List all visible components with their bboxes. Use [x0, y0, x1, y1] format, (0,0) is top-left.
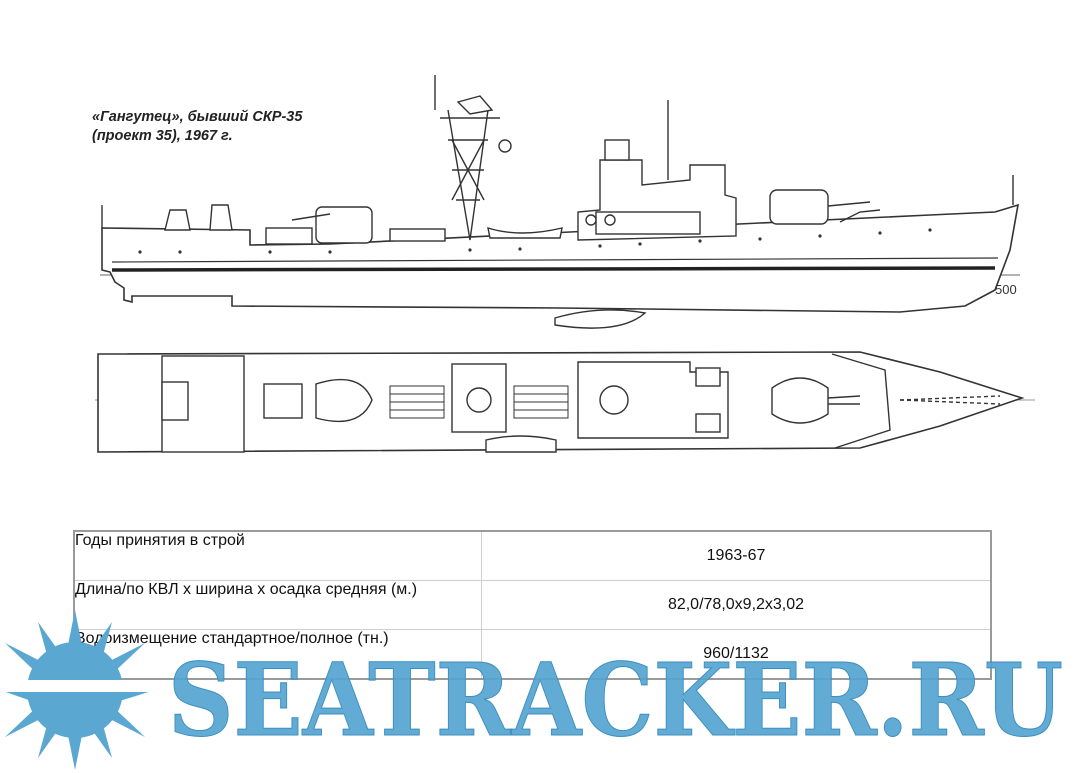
- caption-title: «Гангутец», бывший СКР-35: [92, 109, 303, 125]
- spec-label: Водоизмещение стандартное/полное (тн.): [73, 629, 482, 680]
- ship-side-profile: 500: [100, 75, 1020, 329]
- spec-value: 1963-67: [481, 530, 992, 581]
- spec-value: 82,0/78,0х9,2х3,02: [481, 580, 992, 630]
- table-row: Водоизмещение стандартное/полное (тн.) 9…: [73, 629, 992, 680]
- caption-subtitle: (проект 35), 1967 г.: [92, 128, 233, 144]
- specs-table: Годы принятия в строй 1963-67 Длина/по К…: [73, 530, 992, 680]
- spec-value: 960/1132: [481, 629, 992, 680]
- ship-plan-view: [95, 351, 1035, 453]
- drawing-caption: «Гангутец», бывший СКР-35 (проект 35), 1…: [92, 108, 302, 146]
- table-row: Длина/по КВЛ х ширина х осадка средняя (…: [73, 580, 992, 630]
- spec-label: Длина/по КВЛ х ширина х осадка средняя (…: [73, 580, 482, 630]
- table-row: Годы принятия в строй 1963-67: [73, 530, 992, 581]
- hull-number: 500: [995, 282, 1017, 297]
- spec-label: Годы принятия в строй: [73, 530, 482, 581]
